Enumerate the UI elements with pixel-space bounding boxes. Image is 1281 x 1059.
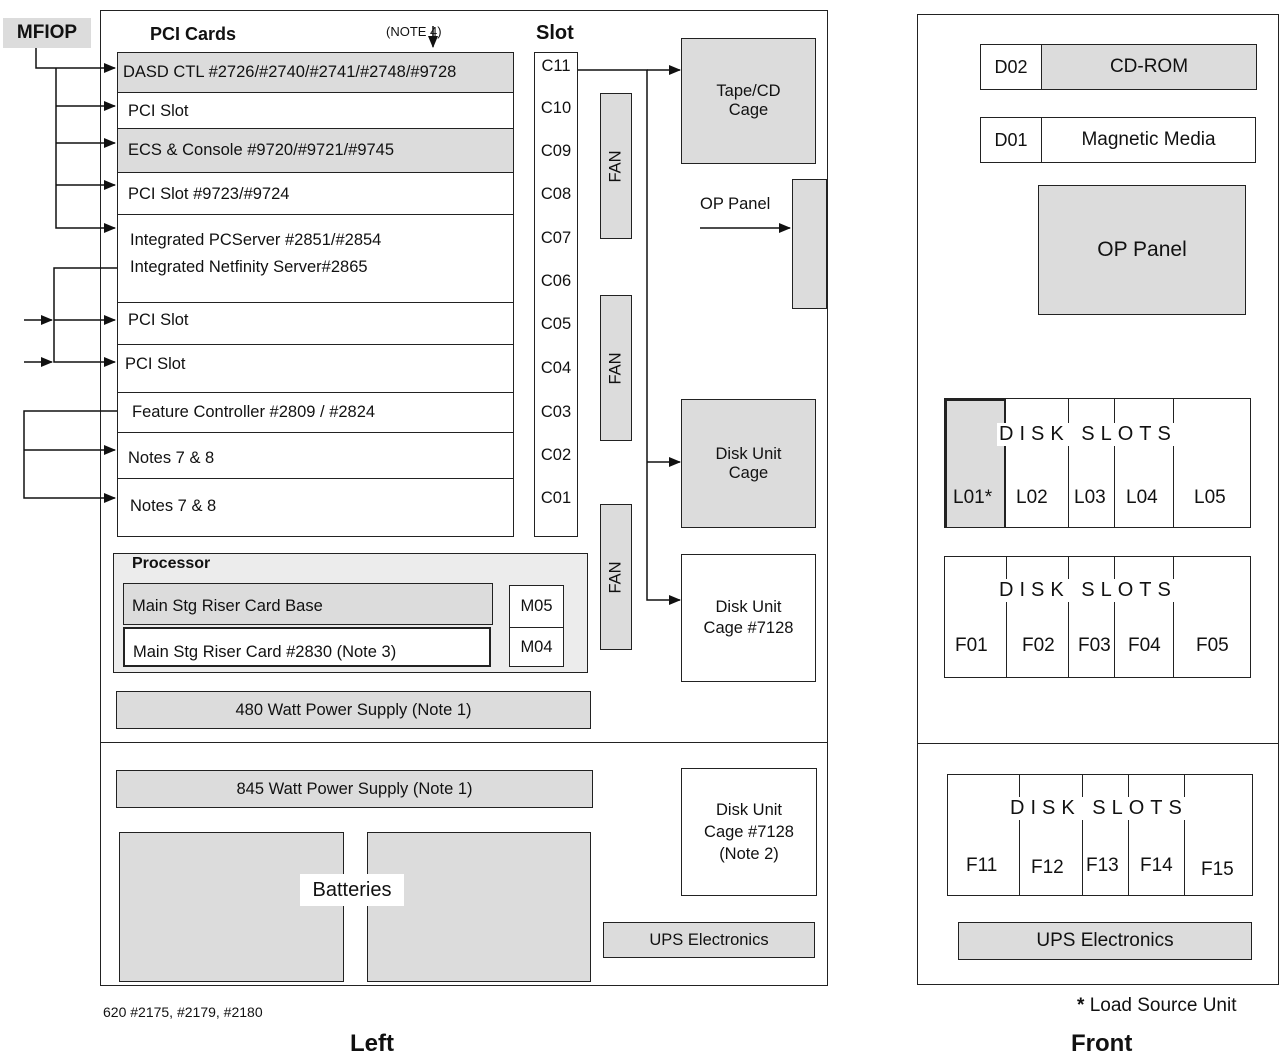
- cd-rom-drive: CD-ROM: [1041, 44, 1257, 90]
- disk-slots-l: DISK SLOTS L01* L02 L03 L04 L05: [944, 398, 1251, 528]
- op-panel-front: OP Panel: [1038, 185, 1246, 315]
- bay-d01-label: D01: [980, 117, 1042, 163]
- disk-slot-f11-label: F11: [966, 855, 998, 876]
- fan-top: FAN: [600, 93, 632, 239]
- battery-left: [119, 832, 344, 982]
- pci-row-c01: Notes 7 & 8: [130, 497, 217, 515]
- slot-column: C11 C10 C09 C08 C07 C06 C05 C04 C03 C02 …: [534, 52, 578, 537]
- disk-slot-l05-label: L05: [1194, 487, 1226, 508]
- pci-row-c05: PCI Slot: [118, 303, 513, 345]
- slot-c01: C01: [540, 489, 572, 507]
- disk-slot-f15-label: F15: [1201, 859, 1234, 880]
- slot-c07: C07: [540, 229, 572, 247]
- ups-electronics-front: UPS Electronics: [958, 922, 1252, 960]
- disk-slots-f1: DISK SLOTS F11 F12 F13 F14 F15: [947, 774, 1253, 896]
- slot-c04: C04: [540, 359, 572, 377]
- magnetic-media-drive: Magnetic Media: [1041, 117, 1256, 163]
- fan-middle: FAN: [600, 295, 632, 441]
- pci-row-c08: PCI Slot #9723/#9724: [118, 173, 513, 215]
- disk-slot-f05-label: F05: [1196, 635, 1229, 656]
- disk-slot-f02-label: F02: [1022, 635, 1055, 656]
- riser-card-base: Main Stg Riser Card Base: [123, 583, 493, 625]
- disk-slot-l03-label: L03: [1074, 487, 1106, 508]
- front-caption: Front: [1071, 1030, 1133, 1057]
- pci-row-c03: Feature Controller #2809 / #2824: [118, 393, 513, 433]
- op-panel-side: [792, 179, 827, 309]
- slot-c06: C06: [540, 272, 572, 290]
- disk-slot-f03-label: F03: [1078, 635, 1111, 656]
- slot-title: Slot: [536, 22, 574, 44]
- slot-m04: M04: [509, 627, 564, 667]
- power-supply-480: 480 Watt Power Supply (Note 1): [116, 691, 591, 729]
- op-panel-side-label: OP Panel: [700, 195, 771, 213]
- disk-slots-f1-title: DISK SLOTS: [1008, 797, 1190, 820]
- load-source-note: * Load Source Unit: [1077, 995, 1237, 1016]
- note4-label: (NOTE 4): [386, 24, 442, 39]
- pci-row-c10: PCI Slot: [118, 93, 513, 129]
- disk-slot-f04-label: F04: [1128, 635, 1161, 656]
- slot-c08: C08: [540, 185, 572, 203]
- disk-slots-f0: DISK SLOTS F01 F02 F03 F04 F05: [944, 556, 1251, 678]
- slot-c03: C03: [540, 403, 572, 421]
- pci-row-c11: DASD CTL #2726/#2740/#2741/#2748/#9728: [118, 53, 513, 93]
- fan-bottom: FAN: [600, 504, 632, 650]
- pci-row-c02: Notes 7 & 8: [118, 433, 513, 479]
- disk-slots-f0-title: DISK SLOTS: [997, 579, 1179, 602]
- disk-slot-l02-label: L02: [1016, 487, 1048, 508]
- front-view-divider: [917, 743, 1279, 744]
- pci-row-c09: ECS & Console #9720/#9721/#9745: [118, 129, 513, 173]
- mfiop-label: MFIOP: [3, 18, 91, 48]
- left-view-divider: [100, 742, 828, 743]
- processor-title: Processor: [132, 555, 211, 572]
- slot-c02: C02: [540, 446, 572, 464]
- disk-slot-l01-label: L01*: [953, 487, 993, 508]
- disk-slots-l-title: DISK SLOTS: [997, 423, 1179, 446]
- batteries-label: Batteries: [300, 874, 404, 906]
- slot-c10: C10: [540, 99, 572, 117]
- slot-c11: C11: [541, 57, 571, 75]
- bay-d02-label: D02: [980, 44, 1042, 90]
- pci-cards-column: DASD CTL #2726/#2740/#2741/#2748/#9728 P…: [117, 52, 514, 537]
- power-supply-845: 845 Watt Power Supply (Note 1): [116, 770, 593, 808]
- pci-cards-title: PCI Cards: [150, 24, 237, 44]
- ups-electronics-left: UPS Electronics: [603, 922, 815, 958]
- disk-slot-f14-label: F14: [1140, 855, 1173, 876]
- disk-slot-f13-label: F13: [1086, 855, 1119, 876]
- disk-slot-f12-label: F12: [1031, 857, 1064, 878]
- model-features: 620 #2175, #2179, #2180: [103, 1004, 263, 1020]
- disk-slot-l04-label: L04: [1126, 487, 1158, 508]
- riser-card-2830: Main Stg Riser Card #2830 (Note 3): [123, 627, 491, 667]
- left-caption: Left: [350, 1030, 394, 1057]
- slot-c09: C09: [540, 142, 572, 160]
- slot-m05: M05: [509, 585, 564, 628]
- disk-slot-f01-label: F01: [955, 635, 988, 656]
- disk-slot-l01: [945, 399, 1006, 527]
- pci-row-c07-c06: Integrated PCServer #2851/#2854 Integrat…: [118, 215, 513, 303]
- pci-row-c04: PCI Slot: [118, 345, 513, 393]
- slot-c05: C05: [540, 315, 572, 333]
- battery-right: [367, 832, 591, 982]
